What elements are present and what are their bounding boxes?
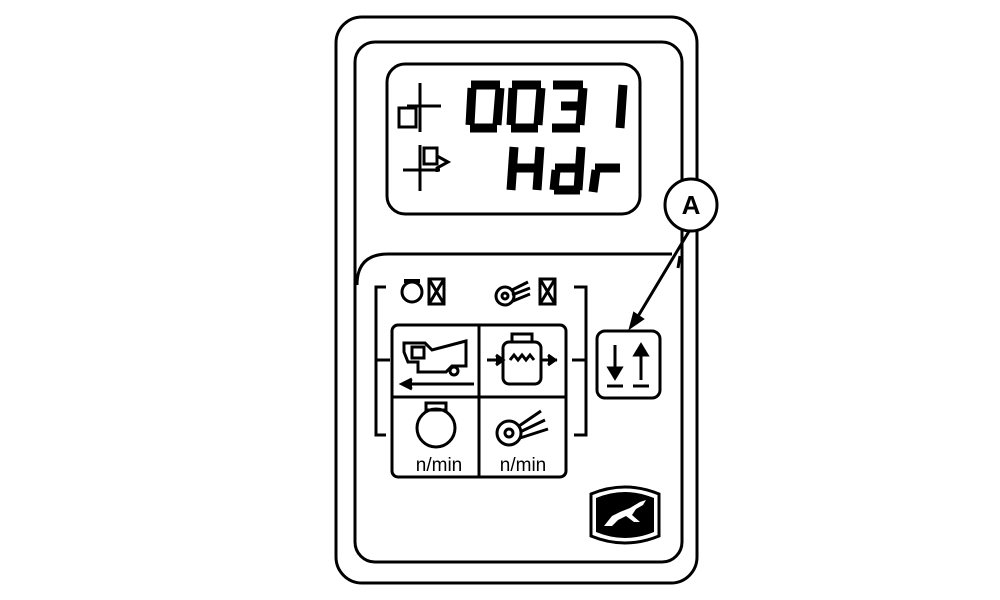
text-line-2 [506, 146, 620, 195]
callout-a-label: A [682, 190, 701, 220]
panel-notch [676, 255, 682, 269]
key-rotor-rpm[interactable]: n/min [480, 398, 565, 476]
header-height-button[interactable] [595, 329, 662, 400]
digit-0a [465, 80, 505, 133]
key-ground-speed[interactable] [393, 326, 478, 396]
engine-rpm-label: n/min [416, 455, 462, 476]
keypad-panel [355, 252, 672, 286]
header-position-icon [403, 145, 452, 191]
header-height-icon [397, 83, 441, 132]
digit-0b [506, 80, 546, 133]
rotor-rpm-icon [495, 409, 549, 447]
engine-rpm-icon [415, 401, 457, 449]
keypad-brackets [374, 285, 588, 437]
digits-line-1 [465, 80, 628, 133]
rotor-rpm-label: n/min [500, 455, 546, 476]
key-feeder[interactable] [480, 326, 565, 396]
combine-ground-speed-icon [398, 339, 474, 391]
char-d [549, 146, 586, 195]
height-up-down-icon [606, 342, 650, 388]
char-H [506, 146, 545, 191]
rotor-fault-icon [494, 277, 557, 307]
feeder-house-icon [487, 332, 558, 386]
engine-fault-icon [400, 277, 446, 306]
callout-a: A [628, 177, 719, 331]
digit-1 [615, 84, 628, 129]
key-engine-rpm[interactable]: n/min [393, 398, 478, 476]
lcd-display [385, 62, 642, 216]
digit-3 [552, 80, 588, 133]
deere-leaping-deer-logo [589, 485, 661, 545]
char-r [588, 163, 620, 193]
keypad [390, 323, 568, 479]
